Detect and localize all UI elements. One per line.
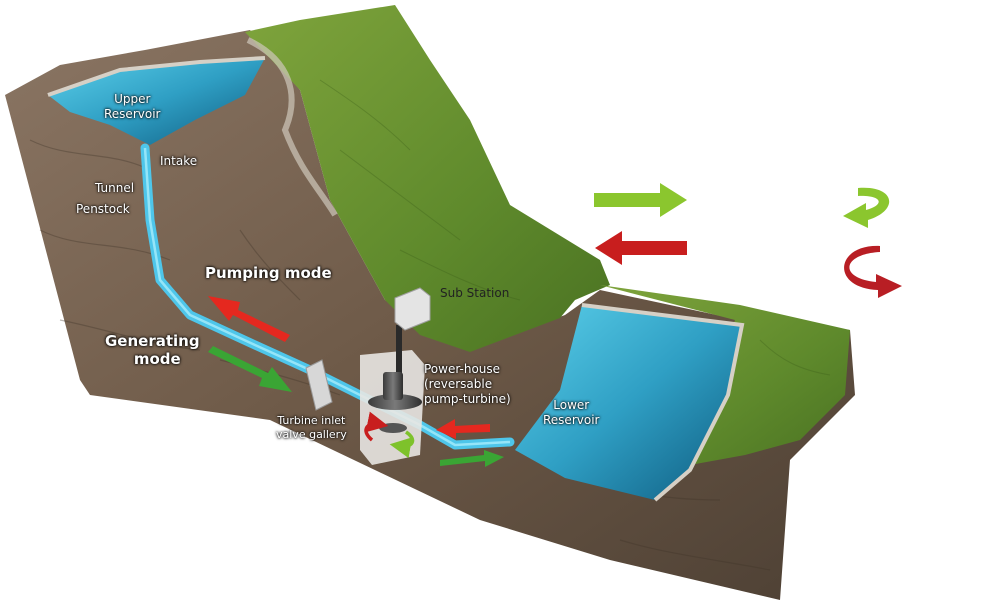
turbine-valve-label: Turbine inlet valve gallery: [276, 414, 347, 442]
penstock-pipe-highlight: [143, 147, 511, 447]
upper-reservoir-label: Upper Reservoir: [104, 92, 160, 122]
turbine-red-rotation-icon: [364, 411, 389, 442]
grass-texture: [319, 79, 831, 376]
lower-reservoir-label-line1: Lower: [553, 398, 590, 412]
upper-reservoir-rim: [47, 56, 266, 97]
turbine-runner-icon: [379, 423, 407, 433]
grass-hillside: [245, 5, 610, 352]
lower-reservoir-rim: [581, 303, 745, 502]
turbine-green-rotation-icon: [389, 430, 415, 459]
powerhouse-label-line1: Power-house: [424, 362, 501, 376]
tunnel-label: Tunnel: [95, 181, 135, 195]
rock-rim: [246, 37, 338, 217]
legend-generating-rotation-icon: [843, 187, 890, 228]
pumping-flow-arrow-icon: [436, 419, 490, 439]
penstock-label: Penstock: [76, 202, 130, 216]
powerhouse-label-line2: (reversable: [424, 377, 493, 391]
lower-reservoir-water: [515, 305, 742, 500]
generating-mode-label-line1: Generating: [105, 332, 200, 350]
legend-pumping-rotation-icon: [844, 245, 902, 298]
upper-reservoir-water: [48, 58, 265, 145]
sub-station-box: [394, 287, 431, 331]
legend-pumping-arrow-icon: [595, 231, 687, 265]
upper-reservoir-label-line1: Upper: [114, 92, 151, 106]
generating-flow-arrow-icon: [440, 450, 504, 467]
generating-mode-label: Generating mode: [105, 332, 200, 368]
generating-mode-arrow-icon: [208, 346, 292, 392]
turbine-valve-label-line1: Turbine inlet: [277, 414, 346, 427]
lower-reservoir-label: Lower Reservoir: [543, 398, 599, 428]
turbine-generator-icon: [383, 372, 403, 400]
pumping-mode-arrow-icon: [208, 296, 290, 342]
powerhouse-label-line3: pump-turbine): [424, 392, 511, 406]
pumping-mode-label: Pumping mode: [205, 264, 332, 282]
powerhouse-label: Power-house (reversable pump-turbine): [424, 362, 511, 407]
pump-turbine-icon: [368, 394, 422, 410]
upper-reservoir-label-line2: Reservoir: [104, 107, 161, 121]
lower-reservoir-label-line2: Reservoir: [543, 413, 600, 427]
sub-station-label: Sub Station: [440, 286, 510, 300]
turbine-valve-label-line2: valve gallery: [276, 428, 347, 441]
generating-mode-label-line2: mode: [133, 350, 181, 368]
legend-generating-arrow-icon: [594, 183, 687, 217]
intake-label: Intake: [160, 154, 198, 168]
powerhouse-shaft: [396, 325, 402, 395]
valve-gallery-block: [305, 359, 333, 411]
